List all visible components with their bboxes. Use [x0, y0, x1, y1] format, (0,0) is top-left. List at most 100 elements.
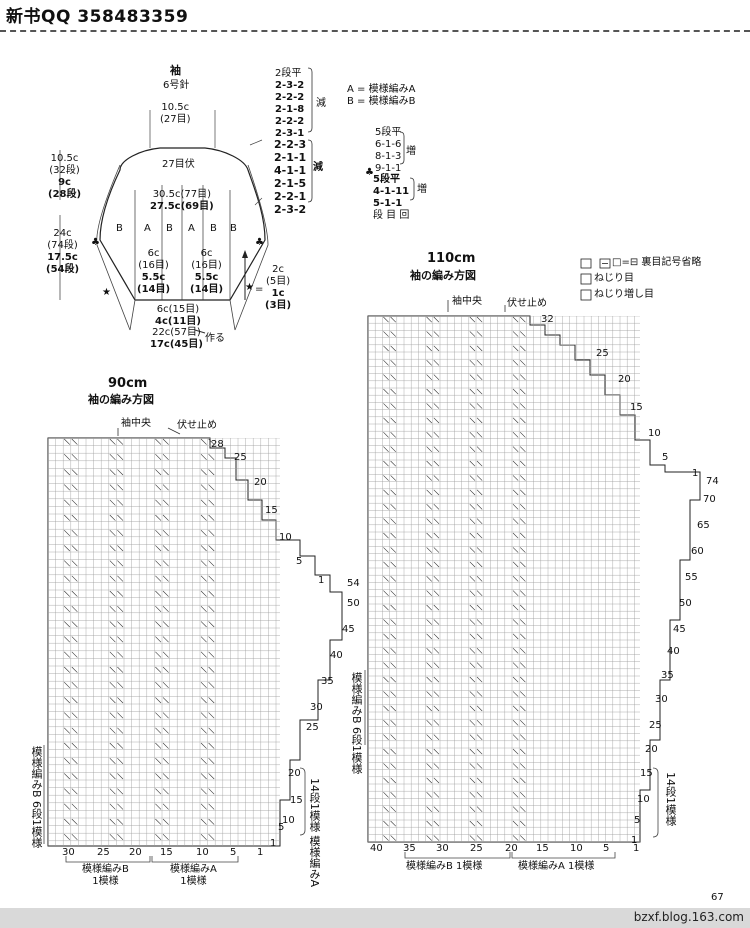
club-icon: ♣ — [91, 237, 100, 248]
club-icon: ♣ — [365, 167, 374, 178]
chart110-title: 袖の編み方図 — [410, 269, 476, 282]
chart90-col-label: 5 — [230, 847, 237, 858]
chart90-row-label: 28 — [211, 439, 224, 450]
chart90-left-pattern: 模様編みB 6段1模様 — [30, 746, 43, 849]
chart90-row-label: 15 — [290, 795, 303, 806]
right-mid-decrease: 2-2-3 2-1-1 4-1-1 2-1-5 2-2-1 2-3-2 — [274, 138, 307, 216]
chart90-row-label: 30 — [310, 702, 323, 713]
chart110-row-label: 15 — [640, 768, 653, 779]
chart90-col-label: 15 — [160, 847, 173, 858]
chart110-row-label: 10 — [648, 428, 661, 439]
chart110-row-label: 10 — [637, 794, 650, 805]
chart90-col-label: 30 — [62, 847, 75, 858]
chart90-title: 袖の編み方図 — [88, 393, 154, 406]
chart110-bindoff: 伏せ止め — [507, 298, 547, 309]
increase-bottom-label: 増 — [417, 184, 427, 195]
chart110-center: 袖中央 — [452, 296, 482, 307]
chart90-row-label: 20 — [254, 477, 267, 488]
pattern-letter: A — [144, 223, 151, 234]
pattern-letter: A — [188, 223, 195, 234]
left-body-height: 24c(74段) 17.5c(54段) — [46, 228, 80, 275]
mid-width: 30.5c(77目)27.5c(69目) — [150, 189, 214, 212]
chart110-row-label: 5 — [634, 815, 641, 826]
right-top-decrease: 2段平 2-3-2 2-2-2 2-1-8 2-2-2 2-3-1 — [275, 68, 305, 139]
chart110-row-label: 25 — [649, 720, 662, 731]
chart110-row-label: 45 — [673, 624, 686, 635]
twist-inc-legend: ねじり増し目 — [594, 289, 654, 300]
sleeve-needle: 6号針 — [163, 80, 190, 91]
chart90-row-label: 5 — [278, 822, 285, 833]
chart90-row-label: 15 — [265, 505, 278, 516]
chart90-col-label: 10 — [196, 847, 209, 858]
chart90-size: 90cm — [108, 376, 148, 391]
top-width: 10.5c(27目) — [160, 102, 191, 125]
mid-decrease-label: 減 — [313, 162, 323, 173]
chart90-col-label: 1 — [257, 847, 264, 858]
chart90-row-label: 1 — [318, 575, 325, 586]
chart110-col-label: 30 — [436, 843, 449, 854]
purl-omit-legend: □=⊟ 裏目記号省略 — [612, 257, 702, 268]
chart90-stitch-grid — [48, 438, 280, 846]
chart90-row-label: 25 — [234, 452, 247, 463]
chart110-row-label: 50 — [679, 598, 692, 609]
chart110-row-label: 55 — [685, 572, 698, 583]
chart110-row-label: 1 — [631, 835, 638, 846]
club-icon: ♣ — [255, 237, 264, 248]
chart90-row-label: 1 — [270, 838, 277, 849]
chart90-row-label: 50 — [347, 598, 360, 609]
chart110-row-label: 35 — [661, 670, 674, 681]
chart110-bottom-b: 模様編みB 1模様 — [406, 861, 483, 872]
page-number: 67 — [711, 892, 724, 903]
chart90-row-label: 20 — [288, 768, 301, 779]
equals-sign: = — [255, 284, 264, 295]
chart110-col-label: 35 — [403, 843, 416, 854]
chart110-col-label: 10 — [570, 843, 583, 854]
chart90-row-label: 45 — [342, 624, 355, 635]
pattern-letter: B — [210, 223, 217, 234]
chart110-row-label: 30 — [655, 694, 668, 705]
chart110-right-pattern: 14段1模様 — [664, 772, 677, 826]
chart110-col-label: 25 — [470, 843, 483, 854]
chart90-row-label: 40 — [330, 650, 343, 661]
chart90-row-label: 10 — [282, 815, 295, 826]
chart110-stitch-grid — [368, 316, 640, 842]
chart110-col-label: 20 — [505, 843, 518, 854]
chart110-row-label: 32 — [541, 314, 554, 325]
chart90-col-label: 20 — [129, 847, 142, 858]
chart90-row-label: 54 — [347, 578, 360, 589]
chart110-left-pattern: 模様編みB 6段1模様 — [350, 672, 363, 775]
chart110-row-label: 25 — [596, 348, 609, 359]
star-icon: ★ — [245, 282, 254, 293]
pattern-letter: B — [116, 223, 123, 234]
chart110-row-label: 74 — [706, 476, 719, 487]
chart90-col-label: 25 — [97, 847, 110, 858]
cuff-width: 22c(57目)17c(45目) — [150, 327, 203, 350]
chart90-row-label: 25 — [306, 722, 319, 733]
star-icon: ★ — [102, 287, 111, 298]
chart90-center: 袖中央 — [121, 418, 151, 429]
chart110-row-label: 1 — [692, 468, 699, 479]
chart90-bindoff: 伏せ止め — [177, 420, 217, 431]
footer-bar: bzxf.blog.163.com — [0, 908, 750, 928]
chart110-row-label: 5 — [662, 452, 669, 463]
chart110-col-label: 5 — [603, 843, 610, 854]
chart110-row-label: 65 — [697, 520, 710, 531]
sleeve-title: 袖 — [170, 64, 181, 77]
chart90-row-label: 10 — [279, 532, 292, 543]
chart110-row-label: 60 — [691, 546, 704, 557]
cuff-right: 2c(5目) 1c(3目) — [265, 264, 292, 311]
chart110-col-label: 40 — [370, 843, 383, 854]
chart90-row-label: 35 — [321, 676, 334, 687]
twist-stitch-legend: ねじり目 — [594, 273, 634, 284]
chart110-row-label: 70 — [703, 494, 716, 505]
header-divider — [0, 30, 750, 32]
inner-right-width: 6c(16目) 5.5c(14目) — [190, 248, 224, 295]
chart90-right-pattern: 14段1模様 模様編みA — [308, 778, 321, 888]
chart110-row-label: 15 — [630, 402, 643, 413]
increase-top-label: 増 — [406, 146, 416, 157]
